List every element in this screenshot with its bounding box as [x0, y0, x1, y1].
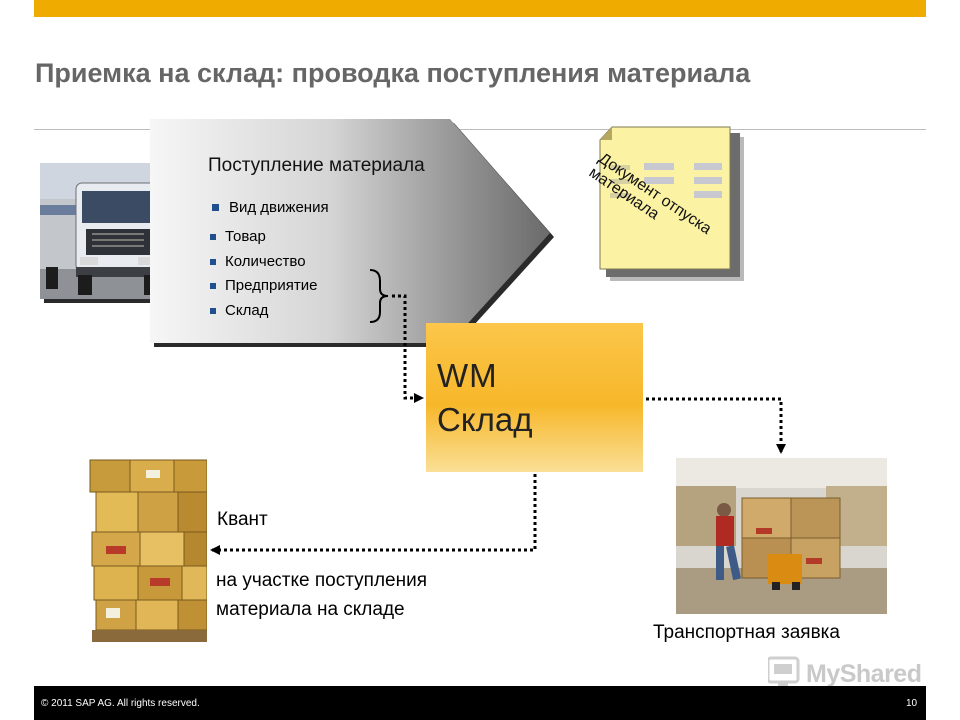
- quant-label: Квант: [217, 509, 268, 530]
- receiving-area-line2: материала на складе: [216, 599, 405, 620]
- warehouse-forklift-photo: [676, 458, 887, 614]
- process-heading: Поступление материала: [208, 155, 425, 176]
- bullet-item: Предприятие: [210, 277, 317, 302]
- bullet-item: Количество: [210, 253, 317, 278]
- footer-bar: [34, 686, 926, 720]
- page-number: 10: [906, 698, 918, 709]
- transport-request-label: Транспортная заявка: [653, 622, 840, 643]
- stacked-boxes-photo: [86, 458, 207, 644]
- main-bullet-list: Вид движения: [212, 199, 329, 216]
- watermark-logo-icon: [768, 656, 800, 688]
- wm-label: WM: [437, 357, 498, 394]
- receiving-area-text: на участке поступления материала на скла…: [216, 566, 427, 624]
- bullet-movement-type: Вид движения: [212, 199, 329, 216]
- sub-bullet-list: Товар Количество Предприятие Склад: [210, 228, 317, 326]
- bullet-item: Товар: [210, 228, 317, 253]
- title-divider: [34, 129, 926, 130]
- top-accent-bar: [34, 0, 926, 17]
- process-arrow-shape: [150, 119, 554, 347]
- copyright-text: © 2011 SAP AG. All rights reserved.: [41, 698, 200, 709]
- warehouse-label: Склад: [437, 401, 533, 438]
- document-icon: [599, 126, 744, 281]
- wm-warehouse-box: [426, 323, 643, 472]
- slide-title: Приемка на склад: проводка поступления м…: [35, 58, 751, 88]
- watermark-text: MyShared: [806, 660, 922, 688]
- receiving-area-line1: на участке поступления: [216, 570, 427, 591]
- bullet-item: Склад: [210, 302, 317, 327]
